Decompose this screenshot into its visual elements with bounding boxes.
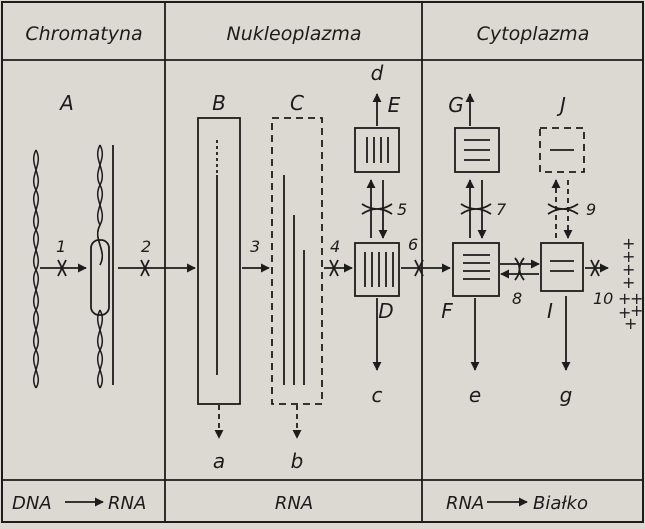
label-d-lower: d xyxy=(371,61,384,85)
label-a-upper: A xyxy=(58,91,74,115)
label-g-lower: g xyxy=(560,383,573,407)
header-chromatyna: Chromatyna xyxy=(25,23,142,45)
label-j-upper: J xyxy=(556,93,566,117)
footer-rna-right: RNA xyxy=(446,493,484,514)
header-nukleoplazma: Nukleoplazma xyxy=(227,23,362,45)
label-d-upper: D xyxy=(378,299,393,323)
label-b-upper: B xyxy=(212,91,226,115)
box-f xyxy=(453,243,499,296)
box-i xyxy=(541,243,583,291)
chromatin-strand-right-twin xyxy=(98,145,103,265)
step-6: 6 xyxy=(408,235,418,254)
box-c xyxy=(272,118,322,404)
label-g-upper: G xyxy=(448,93,464,117)
step-5: 5 xyxy=(397,200,407,219)
step-1: 1 xyxy=(56,237,66,256)
inhibitor-5 xyxy=(362,204,392,214)
step-10: 10 xyxy=(593,289,613,308)
box-b xyxy=(198,118,240,404)
footer-dna: DNA xyxy=(12,493,52,514)
inhibitor-8 xyxy=(515,258,524,280)
step-3: 3 xyxy=(250,237,260,256)
plus-mark: + xyxy=(624,314,637,333)
step-8: 8 xyxy=(512,289,522,308)
box-e xyxy=(355,128,399,172)
label-b-lower: b xyxy=(291,449,304,473)
inhibitor-9 xyxy=(548,204,578,214)
label-i-upper: I xyxy=(547,299,553,323)
step-9: 9 xyxy=(586,200,596,219)
label-e-lower: e xyxy=(469,383,481,407)
footer-rna-left: RNA xyxy=(108,493,146,514)
step-7: 7 xyxy=(496,200,507,219)
inhibitor-7 xyxy=(461,204,491,214)
footer-rna-center: RNA xyxy=(275,493,313,514)
puff-region xyxy=(91,240,109,315)
label-c-upper: C xyxy=(290,91,304,115)
label-f-upper: F xyxy=(441,299,453,323)
label-a-lower: a xyxy=(213,449,225,473)
step-4: 4 xyxy=(330,237,340,256)
footer-bialko: Białko xyxy=(533,493,588,514)
label-e-upper: E xyxy=(388,93,401,117)
label-c-lower: c xyxy=(372,383,383,407)
step-2: 2 xyxy=(141,237,151,256)
header-cytoplazma: Cytoplazma xyxy=(477,23,590,45)
